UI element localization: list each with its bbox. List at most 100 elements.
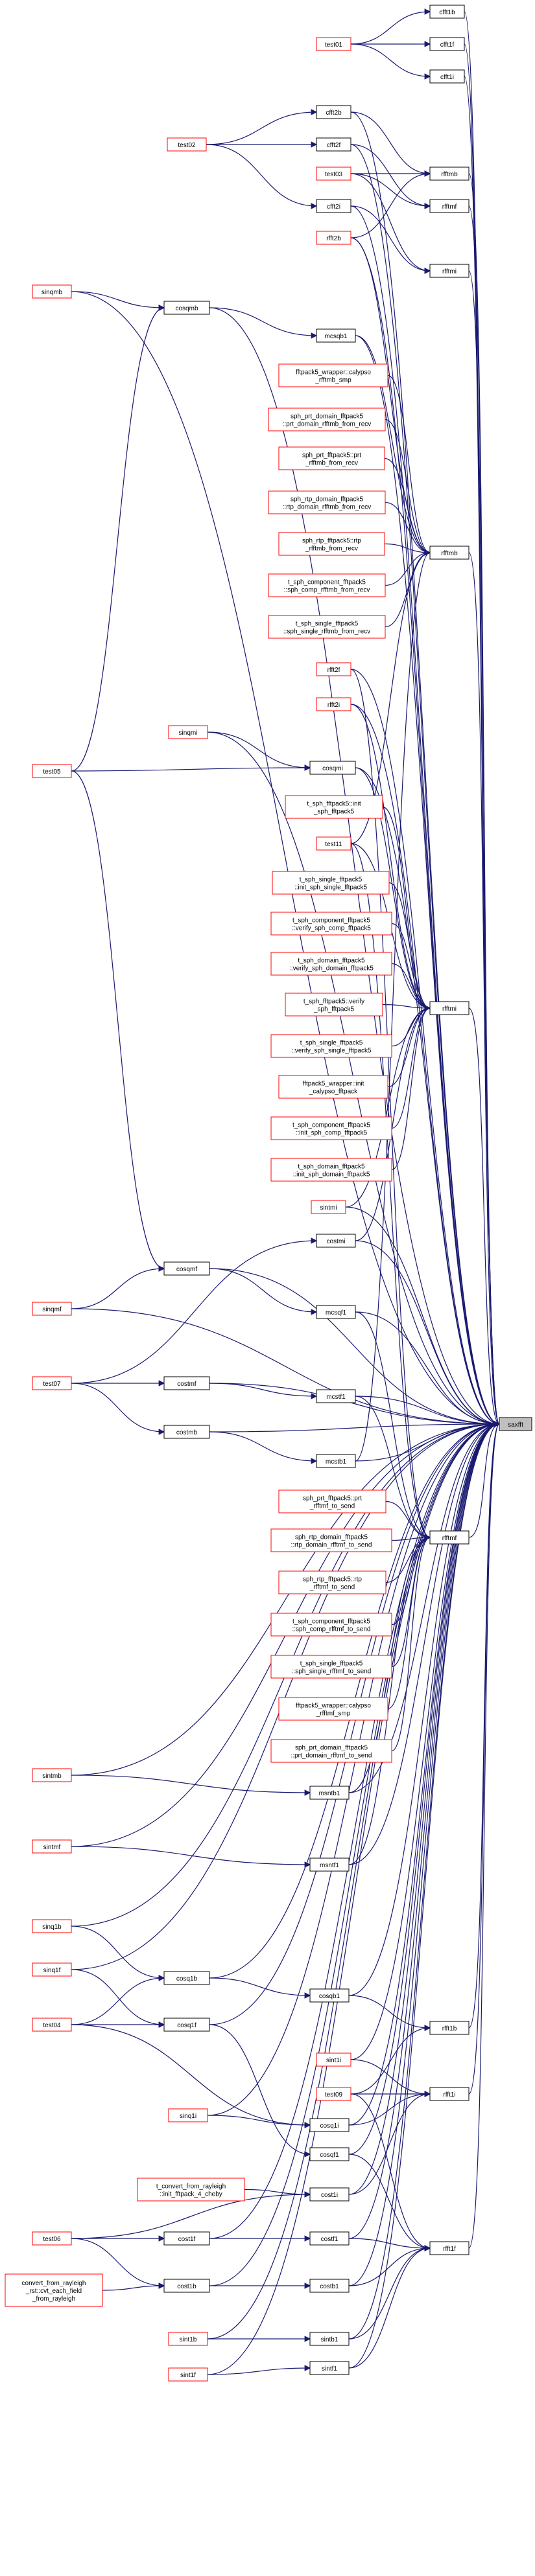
function-node-test09[interactable]: test09 bbox=[316, 2087, 351, 2101]
function-node-sintf1[interactable]: sintf1 bbox=[309, 2361, 350, 2375]
function-node-cfft2b[interactable]: cfft2b bbox=[316, 105, 351, 119]
function-node-verify-sph-domain-fftpack5[interactable]: t_sph_domain_fftpack5::verify_sph_domain… bbox=[270, 952, 392, 976]
function-node-verify-sph-single-fftpack5[interactable]: t_sph_single_fftpack5::verify_sph_single… bbox=[270, 1034, 392, 1058]
function-node-mcstb1[interactable]: mcstb1 bbox=[316, 1454, 356, 1468]
function-node-cosqmb[interactable]: cosqmb bbox=[163, 301, 210, 315]
function-node-cfft1f[interactable]: cfft1f bbox=[429, 37, 465, 51]
node-label: cosqb1 bbox=[319, 1993, 340, 2000]
function-node-costmi[interactable]: costmi bbox=[316, 1234, 356, 1248]
function-node-cfft2i[interactable]: cfft2i bbox=[316, 199, 351, 213]
function-node-cfft1i[interactable]: cfft1i bbox=[429, 69, 465, 84]
node-label: fftpack5_wrapper::init bbox=[303, 1081, 364, 1088]
function-node-rfftmf-node[interactable]: rfftmf bbox=[429, 1530, 470, 1545]
function-node-prt-domain-rfftmb-from-recv[interactable]: sph_prt_domain_fftpack5::prt_domain_rfft… bbox=[268, 408, 386, 431]
function-node-cost1b[interactable]: cost1b bbox=[163, 2279, 210, 2293]
function-node-cosqmi[interactable]: cosqmi bbox=[309, 761, 356, 775]
function-node-rfft1f[interactable]: rfft1f bbox=[429, 2241, 470, 2255]
node-box bbox=[168, 2108, 208, 2122]
function-node-costmb[interactable]: costmb bbox=[163, 1425, 210, 1439]
function-node-cost1i[interactable]: cost1i bbox=[309, 2187, 350, 2202]
node-box bbox=[163, 2231, 210, 2246]
function-node-test01[interactable]: test01 bbox=[316, 37, 351, 51]
node-label: cost1f bbox=[178, 2236, 196, 2243]
function-node-cosqb1[interactable]: cosqb1 bbox=[309, 1988, 350, 2003]
function-node-rfft2i[interactable]: rfft2i bbox=[316, 697, 351, 711]
function-node-sinq1i[interactable]: sinq1i bbox=[168, 2108, 208, 2122]
function-node-cosqmf[interactable]: cosqmf bbox=[163, 1261, 210, 1276]
node-label: rfft2b bbox=[326, 235, 341, 242]
function-node-rtp-rfftmf-to-send[interactable]: sph_rtp_fftpack5::rtp_rfftmf_to_send bbox=[278, 1570, 386, 1594]
function-node-cost1f[interactable]: cost1f bbox=[163, 2231, 210, 2246]
function-node-test03[interactable]: test03 bbox=[316, 167, 351, 181]
function-node-rfftmb-node[interactable]: rfftmb bbox=[429, 546, 470, 560]
function-node-rfft2f[interactable]: rfft2f bbox=[316, 662, 351, 676]
function-node-prt-rfftmf-to-send[interactable]: sph_prt_fftpack5::prt_rfftmf_to_send bbox=[278, 1489, 386, 1513]
function-node-rfftmi-node[interactable]: rfftmi bbox=[429, 1001, 470, 1015]
function-node-test05[interactable]: test05 bbox=[32, 764, 72, 778]
function-node-test11[interactable]: test11 bbox=[316, 836, 351, 851]
function-node-verify-sph-fftpack5[interactable]: t_sph_fftpack5::verify_sph_fftpack5 bbox=[285, 993, 383, 1017]
function-node-sinq1b[interactable]: sinq1b bbox=[32, 1919, 72, 1933]
function-node-rayleigh-field[interactable]: convert_from_rayleigh_rst::cvt_each_fiel… bbox=[5, 2273, 103, 2307]
function-node-rtp-rfftmb-from-recv[interactable]: sph_rtp_fftpack5::rtp_rfftmb_from_recv bbox=[278, 532, 385, 556]
function-node-rfftmb[interactable]: rfftmb bbox=[429, 167, 470, 181]
function-node-sinqmf[interactable]: sinqmf bbox=[32, 1302, 72, 1316]
function-node-test04[interactable]: test04 bbox=[32, 2018, 72, 2032]
call-edge bbox=[206, 144, 318, 209]
function-node-sintb1[interactable]: sintb1 bbox=[309, 2332, 350, 2346]
function-node-sintmi[interactable]: sintmi bbox=[311, 1200, 346, 1214]
function-node-init-fftpack-4-cheby[interactable]: t_convert_from_rayleigh::init_fftpack_4_… bbox=[137, 2178, 245, 2202]
function-node-cosqf1[interactable]: cosqf1 bbox=[309, 2147, 350, 2161]
function-node-rfftmi[interactable]: rfftmi bbox=[429, 264, 470, 278]
function-node-sint1b[interactable]: sint1b bbox=[168, 2332, 208, 2346]
function-node-saxfft[interactable]: saxfft bbox=[499, 1417, 532, 1431]
function-node-test02[interactable]: test02 bbox=[167, 137, 207, 152]
function-node-init-sph-single-fftpack5[interactable]: t_sph_single_fftpack5::init_sph_single_f… bbox=[272, 871, 390, 895]
function-node-cfft1b[interactable]: cfft1b bbox=[429, 5, 465, 19]
function-node-rfftmf[interactable]: rfftmf bbox=[429, 199, 470, 213]
function-node-calypso-rfftmf-smp[interactable]: fftpack5_wrapper::calypso_rfftmf_smp bbox=[278, 1697, 388, 1721]
function-node-test06[interactable]: test06 bbox=[32, 2231, 72, 2246]
function-node-init-sph-comp-fftpack5[interactable]: t_sph_component_fftpack5::init_sph_comp_… bbox=[270, 1116, 392, 1140]
function-node-rtp-domain-rfftmb-from-recv[interactable]: sph_rtp_domain_fftpack5::rtp_domain_rfft… bbox=[268, 490, 386, 514]
function-node-mcstf1[interactable]: mcstf1 bbox=[316, 1389, 356, 1403]
function-node-msntf1[interactable]: msntf1 bbox=[309, 1857, 350, 1872]
function-node-rfft2b[interactable]: rfft2b bbox=[316, 231, 351, 245]
function-node-cfft2f[interactable]: cfft2f bbox=[316, 137, 351, 152]
function-node-init-calypso-fftpack[interactable]: fftpack5_wrapper::init_calypso_fftpack bbox=[278, 1075, 388, 1099]
function-node-sintmb[interactable]: sintmb bbox=[32, 1768, 72, 1782]
node-label: mcstf1 bbox=[326, 1394, 346, 1401]
function-node-rfft1b[interactable]: rfft1b bbox=[429, 2021, 470, 2035]
function-node-test07[interactable]: test07 bbox=[32, 1376, 72, 1390]
function-node-rtp-domain-rfftmf-to-send[interactable]: sph_rtp_domain_fftpack5::rtp_domain_rfft… bbox=[270, 1528, 392, 1552]
function-node-verify-sph-comp-fftpack5[interactable]: t_sph_component_fftpack5::verify_sph_com… bbox=[270, 912, 392, 936]
function-node-calypso-rfftmb-smp[interactable]: fftpack5_wrapper::calypso_rfftmb_smp bbox=[278, 363, 388, 387]
function-node-sinq1f[interactable]: sinq1f bbox=[32, 1962, 72, 1977]
function-node-costmf[interactable]: costmf bbox=[163, 1376, 210, 1390]
function-node-msntb1[interactable]: msntb1 bbox=[309, 1786, 350, 1800]
function-node-rfft1i[interactable]: rfft1i bbox=[429, 2087, 470, 2101]
function-node-prt-rfftmb-from-recv[interactable]: sph_prt_fftpack5::prt_rfftmb_from_recv bbox=[278, 446, 385, 470]
node-box bbox=[268, 573, 386, 597]
function-node-sph-comp-rfftmb-from-recv[interactable]: t_sph_component_fftpack5::sph_comp_rfftm… bbox=[268, 573, 386, 597]
function-node-prt-domain-rfftmf-to-send[interactable]: sph_prt_domain_fftpack5::prt_domain_rfft… bbox=[270, 1739, 392, 1763]
function-node-sintmf[interactable]: sintmf bbox=[32, 1839, 72, 1854]
function-node-sph-single-rfftmb-from-recv[interactable]: t_sph_single_fftpack5::sph_single_rfftmb… bbox=[268, 615, 386, 639]
function-node-mcsqf1[interactable]: mcsqf1 bbox=[316, 1305, 356, 1319]
function-node-sph-comp-rfftmf-to-send[interactable]: t_sph_component_fftpack5::sph_comp_rfftm… bbox=[270, 1613, 392, 1637]
function-node-sph-single-rfftmf-to-send[interactable]: t_sph_single_fftpack5::sph_single_rfftmf… bbox=[270, 1655, 392, 1679]
call-edge bbox=[350, 205, 431, 274]
function-node-init-sph-fftpack5[interactable]: t_sph_fftpack5::init_sph_fftpack5 bbox=[285, 795, 383, 819]
function-node-init-sph-domain-fftpack5[interactable]: t_sph_domain_fftpack5::init_sph_domain_f… bbox=[270, 1158, 392, 1182]
function-node-sint1i[interactable]: sint1i bbox=[316, 2053, 351, 2067]
function-node-sint1f[interactable]: sint1f bbox=[168, 2367, 208, 2382]
function-node-costb1[interactable]: costb1 bbox=[309, 2279, 350, 2293]
function-node-sinqmi[interactable]: sinqmi bbox=[168, 725, 208, 739]
node-box bbox=[168, 2367, 208, 2382]
function-node-cosq1i[interactable]: cosq1i bbox=[309, 2118, 350, 2132]
function-node-cosq1b[interactable]: cosq1b bbox=[163, 1971, 210, 1985]
function-node-mcsqb1[interactable]: mcsqb1 bbox=[316, 328, 356, 343]
function-node-cosq1f[interactable]: cosq1f bbox=[163, 2018, 210, 2032]
function-node-sinqmb[interactable]: sinqmb bbox=[32, 284, 72, 299]
function-node-costf1[interactable]: costf1 bbox=[309, 2231, 350, 2246]
